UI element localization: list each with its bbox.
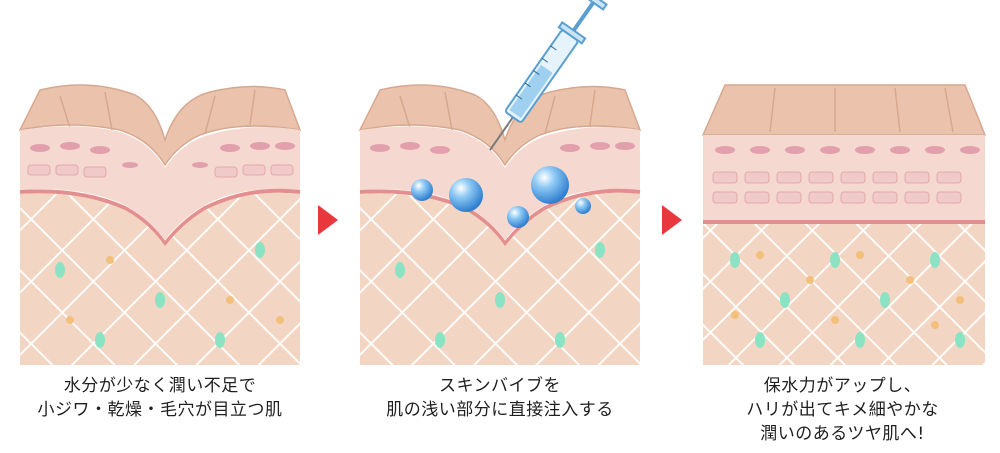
caption-hydrated-skin: 保水力がアップし、 ハリが出てキメ細やかな 潤いのあるツヤ肌へ! xyxy=(685,374,1000,446)
epidermis-layer xyxy=(20,126,300,240)
next-arrow xyxy=(318,205,338,235)
caption-line: 水分が少なく潤い不足で xyxy=(63,376,257,396)
panel-injection: スキンバイブを 肌の浅い部分に直接注入する xyxy=(340,0,660,420)
skin-surface xyxy=(701,84,987,136)
panel-hydrated-skin: 保水力がアップし、 ハリが出てキメ細やかな 潤いのあるツヤ肌へ! xyxy=(685,0,1000,444)
caption-line: 保水力がアップし、 xyxy=(763,376,922,396)
epidermis-layer xyxy=(360,126,640,240)
caption-line: スキンバイブを xyxy=(439,376,561,396)
caption-injection: スキンバイブを 肌の浅い部分に直接注入する xyxy=(340,374,660,422)
caption-line: ハリが出てキメ細やかな xyxy=(746,400,939,420)
hydrated-skin-illustration xyxy=(701,84,987,365)
basal-membrane xyxy=(19,188,301,248)
panel-dry-skin: 水分が少なく潤い不足で 小ジワ・乾燥・毛穴が目立つ肌 xyxy=(0,0,320,420)
hyaluronic-droplets xyxy=(411,166,591,228)
injection-illustration xyxy=(358,0,642,365)
syringe-icon xyxy=(489,0,608,151)
next-arrow xyxy=(662,205,682,235)
caption-dry-skin: 水分が少なく潤い不足で 小ジワ・乾燥・毛穴が目立つ肌 xyxy=(0,374,320,422)
caption-line: 小ジワ・乾燥・毛穴が目立つ肌 xyxy=(37,400,283,420)
caption-line: 肌の浅い部分に直接注入する xyxy=(386,400,614,420)
caption-line: 潤いのあるツヤ肌へ! xyxy=(760,424,925,444)
dry-skin-illustration xyxy=(18,84,302,365)
